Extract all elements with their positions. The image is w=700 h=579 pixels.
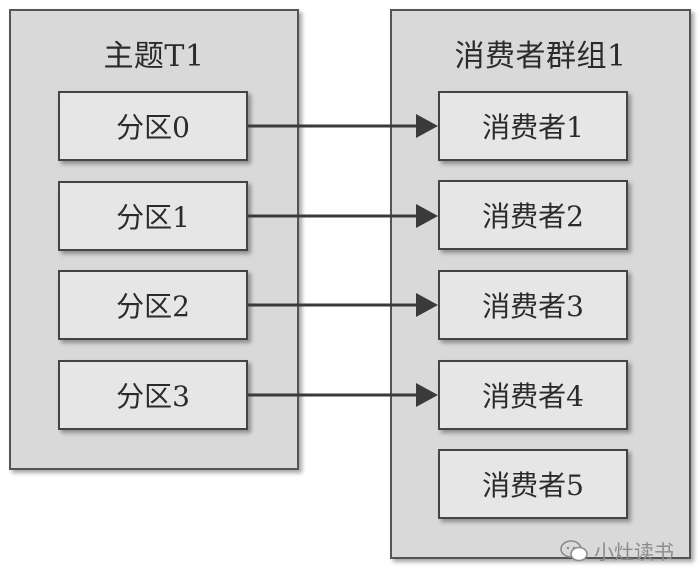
partition-1: 分区1 (58, 181, 248, 251)
consumer-2: 消费者2 (438, 180, 628, 250)
consumer-1: 消费者1 (438, 91, 628, 161)
consumer-4: 消费者4 (438, 360, 628, 430)
consumer-5: 消费者5 (438, 449, 628, 519)
arrowhead-4 (416, 383, 438, 407)
partition-2: 分区2 (58, 270, 248, 340)
consumer-group-title: 消费者群组1 (454, 39, 627, 74)
partition-3: 分区3 (58, 360, 248, 430)
topic-title: 主题T1 (103, 39, 205, 74)
watermark-text: 小灶读书 (594, 540, 674, 564)
arrowhead-3 (416, 293, 438, 317)
partition-0: 分区0 (58, 91, 248, 161)
watermark: 小灶读书 (560, 536, 674, 565)
wechat-icon (560, 539, 588, 561)
consumer-3: 消费者3 (438, 270, 628, 340)
arrowhead-1 (416, 114, 438, 138)
arrowhead-2 (416, 204, 438, 228)
